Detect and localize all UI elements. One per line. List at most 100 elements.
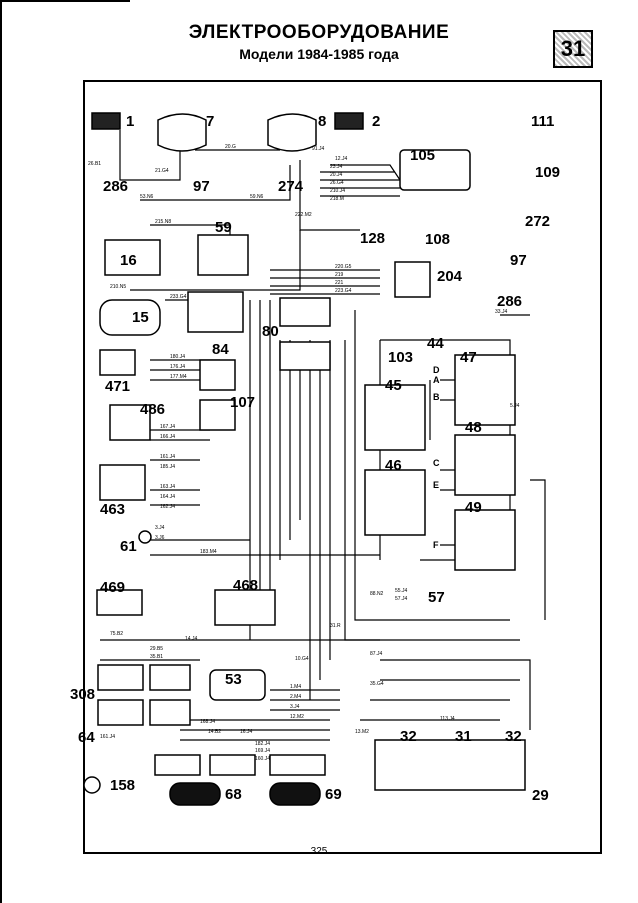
label-103: 103 bbox=[388, 349, 413, 366]
svg-text:161.J4: 161.J4 bbox=[160, 454, 175, 460]
svg-text:3.J4: 3.J4 bbox=[155, 525, 165, 531]
label-69: 69 bbox=[325, 786, 342, 803]
component-labels: 1 7 8 2 286 97 274 105 111 109 272 59 16… bbox=[70, 113, 560, 804]
label-274: 274 bbox=[278, 178, 304, 195]
svg-text:176.J4: 176.J4 bbox=[170, 364, 185, 370]
component-outlines bbox=[83, 112, 526, 806]
label-471: 471 bbox=[105, 378, 130, 395]
svg-text:13.M2: 13.M2 bbox=[355, 729, 369, 735]
page-subtitle: Модели 1984-1985 года bbox=[239, 46, 399, 62]
svg-text:53.N6: 53.N6 bbox=[140, 194, 154, 200]
wire-code-labels: 20.G 21.G4 91.J4 12.J4 23.J4 20.J4 26.G4… bbox=[88, 144, 520, 762]
svg-text:2.M4: 2.M4 bbox=[290, 694, 301, 700]
svg-text:33.J4: 33.J4 bbox=[495, 309, 507, 315]
label-64: 64 bbox=[78, 729, 95, 746]
label-E: E bbox=[433, 480, 439, 490]
svg-text:183.M4: 183.M4 bbox=[200, 549, 217, 555]
svg-text:215.N8: 215.N8 bbox=[155, 219, 171, 225]
label-44: 44 bbox=[427, 335, 444, 352]
svg-text:59.N6: 59.N6 bbox=[250, 194, 264, 200]
svg-text:16.J4: 16.J4 bbox=[240, 729, 252, 735]
label-31: 31 bbox=[455, 728, 472, 745]
label-158: 158 bbox=[110, 777, 135, 794]
label-D: D bbox=[433, 365, 440, 375]
label-109: 109 bbox=[535, 164, 560, 181]
svg-text:5.J4: 5.J4 bbox=[510, 403, 520, 409]
svg-text:35.B1: 35.B1 bbox=[150, 654, 163, 660]
page-title: ЭЛЕКТРООБОРУДОВАНИЕ bbox=[188, 22, 450, 43]
svg-text:185.J4: 185.J4 bbox=[160, 464, 175, 470]
svg-text:164.J4: 164.J4 bbox=[160, 494, 175, 500]
label-308: 308 bbox=[70, 686, 95, 703]
label-46: 46 bbox=[385, 457, 402, 474]
label-C: C bbox=[433, 458, 440, 468]
svg-text:218.M: 218.M bbox=[330, 196, 344, 202]
svg-text:182.J4: 182.J4 bbox=[255, 741, 270, 747]
chapter-badge: 31 bbox=[553, 30, 593, 68]
label-A: A bbox=[433, 375, 440, 385]
svg-text:161.J4: 161.J4 bbox=[100, 734, 115, 740]
label-53: 53 bbox=[225, 671, 242, 688]
svg-text:210.J4: 210.J4 bbox=[330, 188, 345, 194]
label-16: 16 bbox=[120, 252, 137, 269]
label-128: 128 bbox=[360, 230, 385, 247]
svg-text:166.J4: 166.J4 bbox=[160, 434, 175, 440]
svg-text:57.J4: 57.J4 bbox=[395, 596, 407, 602]
svg-text:88.N2: 88.N2 bbox=[370, 591, 384, 597]
svg-text:223.G4: 223.G4 bbox=[335, 288, 352, 294]
label-29: 29 bbox=[532, 787, 549, 804]
label-68: 68 bbox=[225, 786, 242, 803]
svg-text:1.M4: 1.M4 bbox=[290, 684, 301, 690]
svg-text:221: 221 bbox=[335, 280, 344, 286]
svg-text:168.J4: 168.J4 bbox=[200, 719, 215, 725]
label-45: 45 bbox=[385, 377, 402, 394]
svg-text:20.J4: 20.J4 bbox=[330, 172, 342, 178]
svg-text:29.B5: 29.B5 bbox=[150, 646, 163, 652]
svg-text:167.J4: 167.J4 bbox=[160, 424, 175, 430]
label-111: 111 bbox=[531, 113, 554, 130]
svg-text:75.B2: 75.B2 bbox=[110, 631, 123, 637]
label-2: 2 bbox=[372, 113, 380, 130]
svg-text:160.J4: 160.J4 bbox=[255, 756, 270, 762]
svg-text:20.G: 20.G bbox=[225, 144, 236, 150]
svg-text:169.J4: 169.J4 bbox=[255, 748, 270, 754]
svg-text:23.J4: 23.J4 bbox=[330, 164, 342, 170]
svg-text:219: 219 bbox=[335, 272, 344, 278]
label-47: 47 bbox=[460, 349, 477, 366]
page-number: 325 bbox=[310, 846, 328, 857]
label-469: 469 bbox=[100, 579, 125, 596]
label-61: 61 bbox=[120, 538, 137, 555]
label-48: 48 bbox=[465, 419, 482, 436]
label-15: 15 bbox=[132, 309, 149, 326]
label-59: 59 bbox=[215, 219, 232, 236]
svg-text:163.J4: 163.J4 bbox=[160, 484, 175, 490]
label-84: 84 bbox=[212, 341, 229, 358]
svg-text:222.M2: 222.M2 bbox=[295, 212, 312, 218]
diagram-frame bbox=[83, 80, 602, 854]
svg-text:3.J4: 3.J4 bbox=[290, 704, 300, 710]
label-97b: 97 bbox=[510, 252, 527, 269]
svg-text:12.M2: 12.M2 bbox=[290, 714, 304, 720]
svg-text:180.J4: 180.J4 bbox=[170, 354, 185, 360]
svg-text:55.J4: 55.J4 bbox=[395, 588, 407, 594]
wire-harness bbox=[99, 130, 546, 741]
svg-text:21.G4: 21.G4 bbox=[155, 168, 169, 174]
label-97a: 97 bbox=[193, 178, 210, 195]
label-8: 8 bbox=[318, 113, 326, 130]
svg-text:35.G4: 35.G4 bbox=[370, 681, 384, 687]
svg-text:113.J4: 113.J4 bbox=[440, 716, 455, 722]
label-B: B bbox=[433, 392, 440, 402]
scan-edge-mark bbox=[0, 0, 2, 903]
label-32a: 32 bbox=[400, 728, 417, 745]
svg-text:26.G4: 26.G4 bbox=[330, 180, 344, 186]
label-204: 204 bbox=[437, 268, 463, 285]
label-108: 108 bbox=[425, 231, 450, 248]
label-272: 272 bbox=[525, 213, 550, 230]
label-49: 49 bbox=[465, 499, 482, 516]
svg-text:87.J4: 87.J4 bbox=[370, 651, 382, 657]
svg-text:14.B2: 14.B2 bbox=[208, 729, 221, 735]
label-32b: 32 bbox=[505, 728, 522, 745]
svg-text:233.G4: 233.G4 bbox=[170, 294, 187, 300]
scan-edge-mark bbox=[0, 0, 130, 2]
label-1: 1 bbox=[126, 113, 134, 130]
